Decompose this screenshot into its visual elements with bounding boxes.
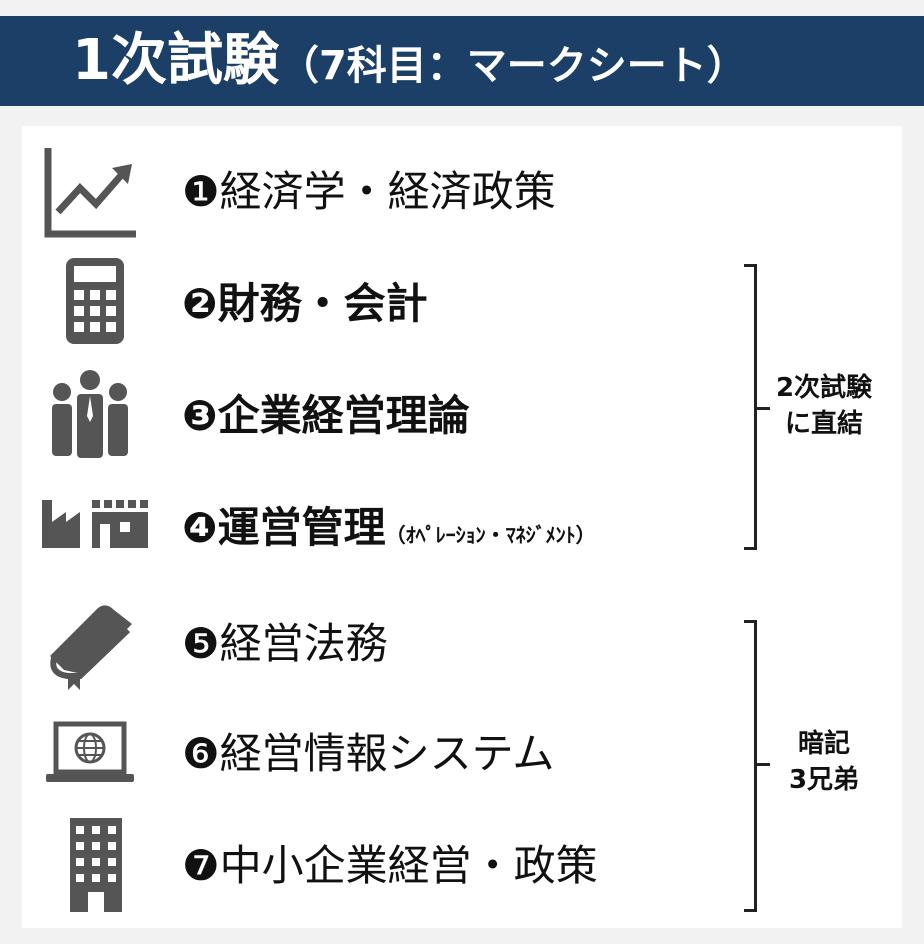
book-icon — [40, 594, 140, 694]
subject-label-5: ❺経営法務 — [182, 619, 388, 668]
title-main: 1次試験 — [72, 28, 279, 93]
subject-note-4: （ｵﾍﾟﾚｰｼｮﾝ・ﾏﾈｼﾞﾒﾝﾄ） — [385, 523, 596, 547]
subject-row-6: ❻経営情報システム — [22, 704, 742, 804]
subject-row-2: ❷財務・会計 — [22, 254, 742, 354]
subject-label-4: ❹運営管理（ｵﾍﾟﾚｰｼｮﾝ・ﾏﾈｼﾞﾒﾝﾄ） — [182, 503, 596, 552]
subject-label-3: ❸企業経営理論 — [182, 391, 470, 440]
subject-row-7: ❼中小企業経営・政策 — [22, 816, 742, 916]
title-sub: （7科目：マークシート） — [278, 43, 747, 89]
subject-panel: ❶経済学・経済政策 ❷財務・会計 — [22, 126, 902, 928]
subject-label-7: ❼中小企業経営・政策 — [182, 841, 598, 890]
laptop-globe-icon — [40, 704, 140, 804]
subject-row-5: ❺経営法務 — [22, 594, 742, 694]
group-label-memorize: 暗記 3兄弟 — [788, 729, 860, 795]
factory-icon — [40, 478, 148, 578]
building-icon — [40, 816, 140, 916]
page-title: 1次試験（7科目：マークシート） — [72, 22, 747, 105]
subject-row-1: ❶経済学・経済政策 — [22, 142, 742, 242]
bracket-second-exam — [744, 264, 770, 550]
header-banner: 1次試験（7科目：マークシート） — [0, 16, 924, 106]
bracket-memorize — [744, 620, 770, 912]
subject-row-3: ❸企業経営理論 — [22, 366, 742, 466]
subject-label-1: ❶経済学・経済政策 — [182, 167, 556, 216]
people-icon — [40, 366, 140, 466]
subject-label-2: ❷財務・会計 — [182, 279, 428, 328]
subject-label-6: ❻経営情報システム — [182, 729, 555, 778]
calculator-icon — [40, 254, 140, 354]
subject-row-4: ❹運営管理（ｵﾍﾟﾚｰｼｮﾝ・ﾏﾈｼﾞﾒﾝﾄ） — [22, 478, 742, 578]
line-chart-icon — [40, 142, 140, 242]
group-label-second-exam: 2次試験 に直結 — [775, 373, 873, 439]
